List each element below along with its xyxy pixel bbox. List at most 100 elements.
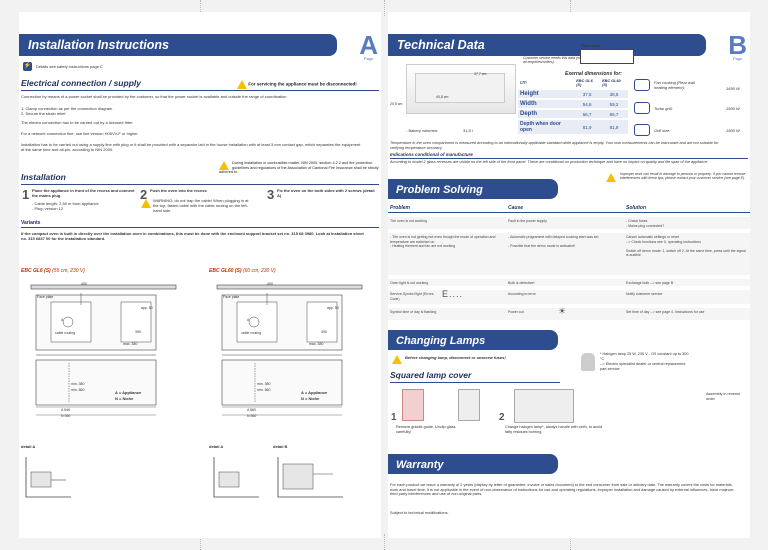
dim-label: A 546	[61, 408, 70, 412]
dim-label: 390	[135, 330, 141, 334]
cause-cell: Fault in the power supply	[508, 219, 547, 223]
problem-row: Symbol time of day is flashing Power cut…	[388, 306, 750, 320]
dim-label: app. 50	[141, 306, 153, 310]
variants-heading: Variants	[21, 220, 41, 226]
legend-niche: N = Niche	[115, 396, 134, 401]
problem-cell: Service-Symbol light (Errors Code)	[390, 292, 434, 301]
cause-cell: - Automatic programme with delayed cooki…	[508, 235, 599, 248]
dim-label: cable routing	[241, 331, 262, 335]
solution-cell: Cancel automatic settings or reset --> C…	[626, 235, 746, 257]
dim-label: min. 380	[71, 382, 85, 386]
warranty-sub: Subject to technical modifications.	[390, 510, 449, 515]
power-label: Turbo grill:	[654, 106, 673, 111]
crop-mark	[384, 534, 385, 550]
install-step-2-warning: WARNING: do not trap the cable! When plu…	[153, 198, 249, 213]
col-problem: Problem	[390, 205, 411, 211]
cell-value: 59,2	[600, 99, 628, 110]
dim-label: A 560	[247, 408, 256, 412]
page-title: Technical Data	[388, 34, 706, 56]
dim-label: app. 50	[327, 306, 339, 310]
problem-cell: Symbol time of day is flashing	[390, 310, 437, 314]
power-value: 1500 W	[726, 128, 740, 133]
dim-label: min. 560	[71, 388, 85, 392]
warning-icon	[219, 161, 229, 170]
cell-value: 38,5	[600, 89, 628, 100]
dim-label: N 560	[247, 414, 257, 418]
bakery-volume-label: - Bakery volumen:	[406, 128, 439, 133]
variants-text: If the compact oven is built in directly…	[21, 231, 364, 241]
rating-label-image	[580, 49, 634, 64]
dim-label: A	[247, 318, 250, 322]
row-label: Depth	[518, 109, 575, 120]
read-label: Read label	[581, 43, 601, 48]
external-dim-heading: Exernal dimensions for:	[565, 71, 622, 77]
lamp-note-1: * Halogen lamp 25 W, 230 V - G9 constant…	[600, 352, 689, 361]
warning-icon	[606, 173, 616, 182]
power-value: 1500 W	[726, 106, 740, 111]
dim-label: min. 380	[257, 382, 271, 386]
crop-mark	[570, 534, 571, 550]
dim-label: N 550	[61, 414, 71, 418]
dim-depth: 40,8 cm	[436, 95, 449, 99]
warning-icon	[141, 199, 151, 208]
electrical-step-2: 2. Secure the strain relief	[21, 111, 66, 116]
installation-warning: During installation in combustible matte…	[219, 161, 379, 175]
install-step-2: Push the oven into the recess	[150, 188, 207, 193]
bakery-volume-value: 31,5 l	[463, 128, 473, 133]
detail-a-label: detail A	[21, 444, 36, 449]
dim-label: cable routing	[55, 331, 76, 335]
fan-cooking-icon	[634, 79, 650, 91]
safety-note: Details see safety instructions page C	[36, 64, 103, 69]
row-label: Depth when door open	[518, 119, 575, 136]
lamps-warning: Before changing lamp, disconnect or unsc…	[405, 355, 506, 360]
legend-appliance: A = Appliance	[301, 390, 328, 395]
solution-cell: Set time of day --> see page 4. Instruct…	[626, 310, 705, 314]
detail-a-diagram	[213, 457, 259, 498]
install-step-1-plug: - Plug: version 12	[32, 206, 64, 211]
warranty-text: For each product we issue a warranty of …	[390, 482, 735, 497]
problem-cell: The oven is not working	[390, 219, 427, 223]
lamp-cover-heading: Squared lamp cover	[390, 370, 472, 380]
install-step-1: Place the appliance in front of the rece…	[32, 188, 135, 198]
fig1-title: EBC GL6 (S) (55 cm, 230 V)	[21, 268, 85, 274]
conditional-text: According to model 2 glass recesses are …	[390, 160, 709, 164]
cell-value: 81,9	[600, 119, 628, 136]
lamp-step-2: Change halogen lamp*, always handle with…	[505, 425, 603, 434]
unit-cell: cm	[518, 78, 575, 90]
dim-label: 400	[267, 282, 273, 286]
install-step-1-cable: - Cable length: 2.50 m from appliance	[32, 201, 99, 206]
table-row: Width 54,6 59,2	[518, 99, 628, 110]
cause-cell: According to error	[508, 292, 536, 296]
col-header: EBC GL60 (S)	[600, 78, 628, 90]
dim-label: A	[61, 318, 64, 322]
electrical-step-1: 1. Clamp connection as per the connectio…	[21, 106, 113, 111]
divider	[390, 158, 748, 159]
problem-warning: Improper work can result in damage to pe…	[620, 172, 746, 181]
dim-label: min. 560	[257, 388, 271, 392]
problem-cell: - The oven is not getting hot even thoug…	[390, 235, 496, 248]
dim-label: Face plate	[223, 295, 240, 299]
dim-height: 20,5 cm	[390, 102, 403, 106]
legend-appliance: A = Appliance	[115, 390, 142, 395]
divider	[390, 382, 560, 383]
cell-value: 56,7	[600, 109, 628, 120]
fig2-title: EBC GL60 (S) (60 cm, 230 V)	[209, 268, 276, 274]
solution-cell: Exchange bulb --> see page B	[626, 281, 674, 285]
halogen-lamp-image	[581, 353, 595, 371]
step-number: 2	[140, 187, 148, 202]
detail-b-diagram	[277, 457, 343, 498]
lamp-change-image	[514, 389, 574, 423]
cell-value: 81,9	[574, 119, 601, 136]
electrical-p2: The electro connection has to be carried…	[21, 120, 134, 125]
power-label: Grill size:	[654, 128, 671, 133]
install-step-3: Fix the oven on the both sides with 2 sc…	[277, 188, 375, 198]
step-number: 2	[499, 412, 505, 423]
lamps-title: Changing Lamps	[388, 330, 558, 350]
cell-value: 56,7	[574, 109, 601, 120]
row-label: Width	[518, 99, 575, 110]
error-symbol-icon: E....	[442, 289, 464, 299]
